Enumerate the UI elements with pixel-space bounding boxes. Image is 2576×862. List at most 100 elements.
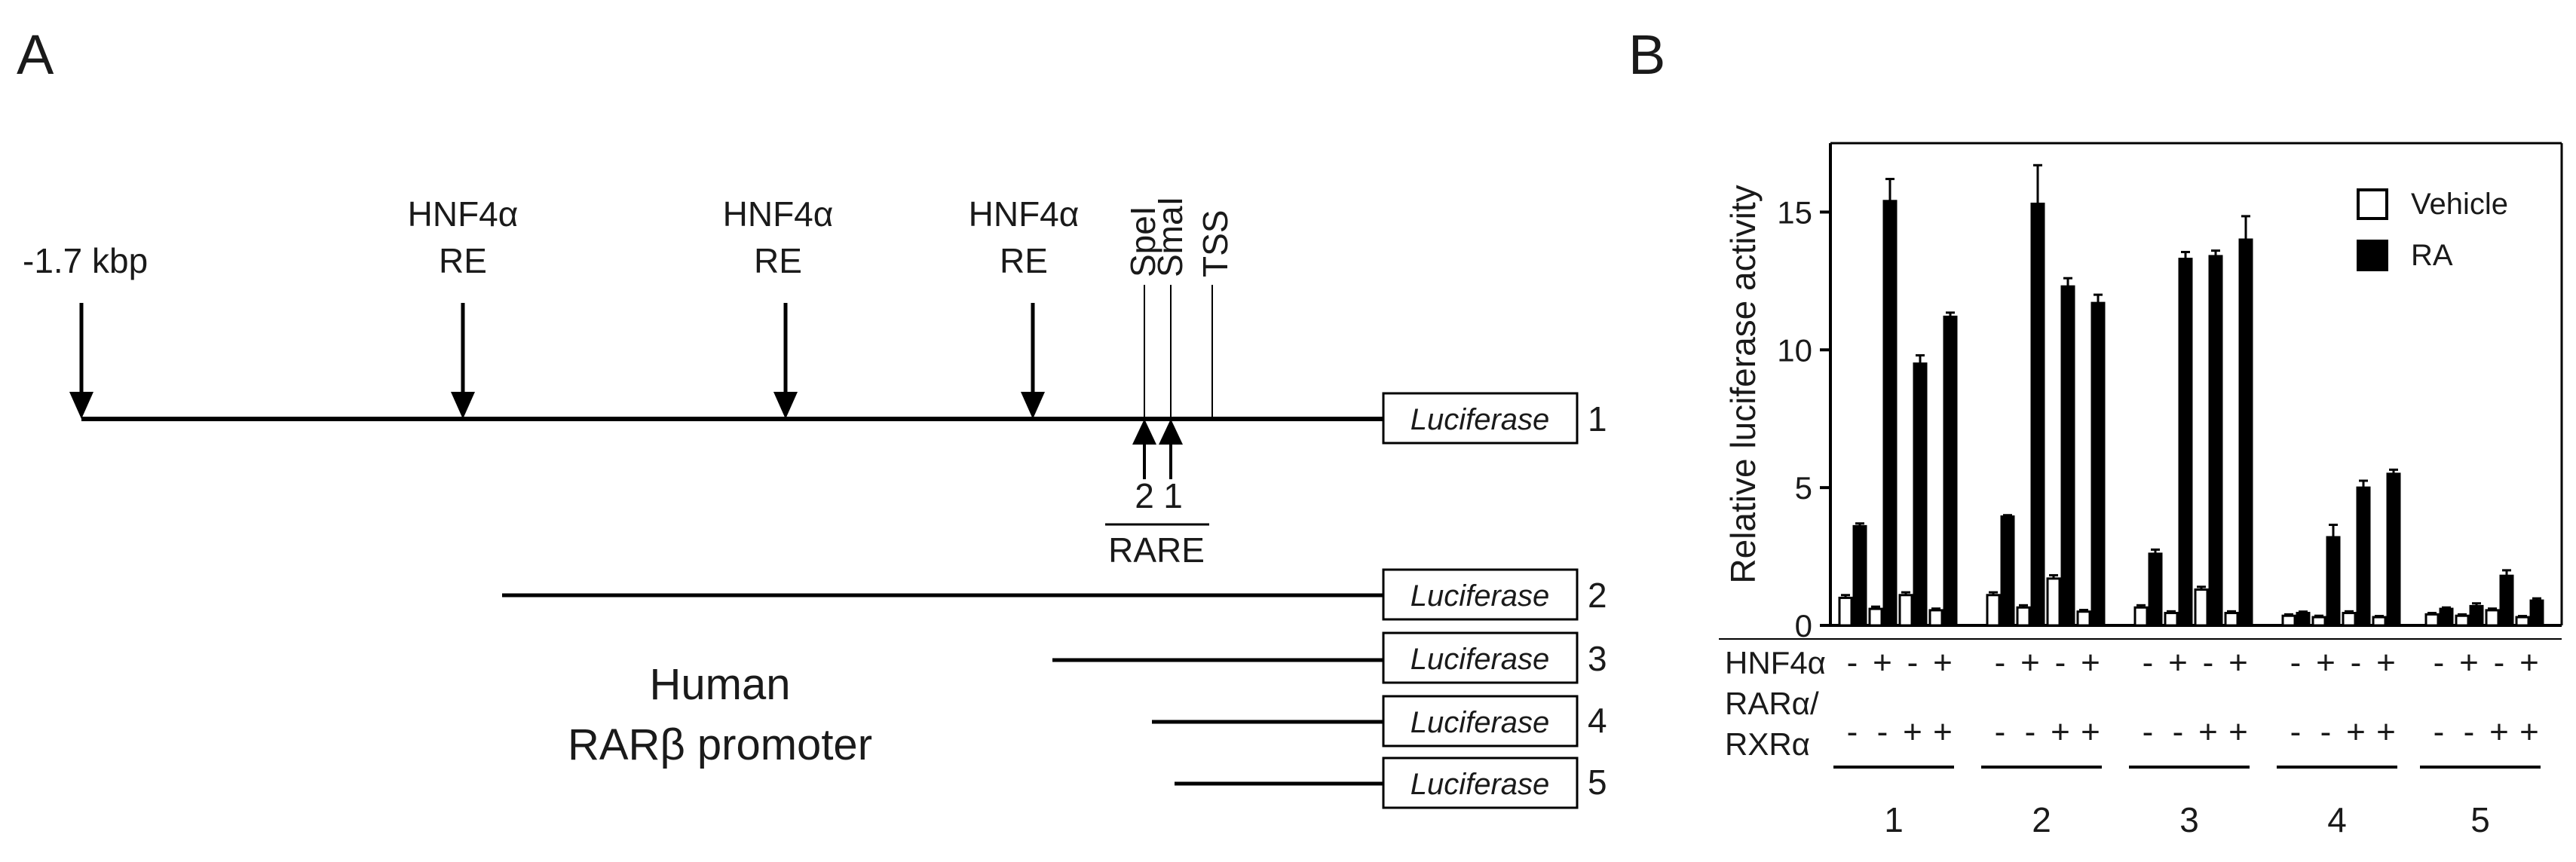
panel-b-label: B bbox=[1628, 23, 1665, 86]
construct-number-3: 3 bbox=[1588, 639, 1607, 678]
rar-sign-g1-c3: + bbox=[1903, 714, 1922, 750]
hnf4a-sign-g1-c4: + bbox=[1933, 644, 1953, 681]
hnf4a-sign-g4-c1: - bbox=[2290, 644, 2302, 681]
bar-vehicle-g3-c1 bbox=[2133, 606, 2149, 627]
bar-ra-g5-c3 bbox=[2499, 574, 2514, 627]
bar-ra-g2-c1 bbox=[2000, 515, 2015, 627]
bar-vehicle-g5-c3 bbox=[2485, 609, 2500, 627]
rare-label: RARE bbox=[1108, 530, 1205, 570]
rar-sign-g5-c4: + bbox=[2519, 714, 2539, 750]
bar-vehicle-g3-c3 bbox=[2194, 588, 2209, 627]
rar-sign-g2-c3: + bbox=[2051, 714, 2070, 750]
bar-vehicle-g5-c2 bbox=[2455, 614, 2470, 627]
bar-vehicle-g2-c4 bbox=[2076, 610, 2091, 627]
bar-vehicle-g4-c3 bbox=[2342, 612, 2357, 627]
bar-vehicle-g1-c1 bbox=[1838, 596, 1853, 627]
rar-sign-g1-c2: - bbox=[1877, 714, 1888, 750]
rar-sign-g4-c2: - bbox=[2320, 714, 2332, 750]
rare-number-1: 1 bbox=[1163, 476, 1183, 515]
rare-arrow-1 bbox=[1159, 419, 1183, 479]
bar-ra-g1-c3 bbox=[1913, 362, 1928, 627]
construct-number-2: 2 bbox=[1588, 576, 1607, 615]
hnf4a-re-3: HNF4α RE bbox=[969, 194, 1079, 419]
bar-vehicle-g4-c4 bbox=[2372, 616, 2387, 627]
start-label: -1.7 kbp bbox=[23, 241, 148, 280]
bar-ra-g1-c4 bbox=[1943, 315, 1958, 627]
hnf4a-sign-g3-c3: - bbox=[2203, 644, 2214, 681]
bar-ra-g4-c3 bbox=[2356, 486, 2371, 627]
hnf4a-sign-g4-c2: + bbox=[2316, 644, 2336, 681]
hnf4a-re-1: HNF4α RE bbox=[408, 194, 519, 419]
luciferase-box-5: Luciferase bbox=[1382, 757, 1579, 809]
hnf4a-sign-g1-c2: + bbox=[1873, 644, 1892, 681]
hnf4a-sign-g1-c1: - bbox=[1847, 644, 1858, 681]
bar-vehicle-g2-c1 bbox=[1986, 594, 2001, 627]
bar-vehicle-g3-c4 bbox=[2224, 612, 2239, 627]
hnf4a-re-3-re: RE bbox=[1000, 241, 1048, 280]
hnf4a-sign-g5-c4: + bbox=[2519, 644, 2539, 681]
rar-sign-g2-c1: - bbox=[1995, 714, 2006, 750]
bar-ra-g2-c2 bbox=[2030, 202, 2045, 627]
construct-number-4: 4 bbox=[1588, 701, 1607, 740]
bar-ra-g4-c2 bbox=[2326, 536, 2341, 627]
bar-ra-g3-c4 bbox=[2238, 238, 2253, 627]
rar-sign-g4-c4: + bbox=[2376, 714, 2396, 750]
hnf4a-re-1-name: HNF4α bbox=[408, 194, 519, 234]
luciferase-box-4: Luciferase bbox=[1382, 695, 1579, 747]
row-label-rxr: RXRα bbox=[1725, 726, 1810, 762]
bar-vehicle-g2-c2 bbox=[2016, 606, 2031, 627]
rar-sign-g3-c2: - bbox=[2173, 714, 2184, 750]
rar-sign-g5-c2: - bbox=[2464, 714, 2475, 750]
luciferase-label-3: Luciferase bbox=[1411, 643, 1550, 676]
construct-number-5: 5 bbox=[1588, 763, 1607, 802]
row-label-hnf4a: HNF4α bbox=[1725, 645, 1826, 680]
hnf4a-sign-g3-c2: + bbox=[2168, 644, 2188, 681]
bar-ra-g3-c3 bbox=[2208, 255, 2223, 627]
hnf4a-sign-g2-c4: + bbox=[2081, 644, 2100, 681]
bar-vehicle-g3-c2 bbox=[2164, 612, 2179, 627]
rare-arrow-2 bbox=[1132, 419, 1156, 479]
hnf4a-sign-g2-c3: - bbox=[2055, 644, 2066, 681]
luciferase-box-2: Luciferase bbox=[1382, 568, 1579, 621]
bar-vehicle-g5-c4 bbox=[2515, 616, 2530, 627]
site-smai: SmaI bbox=[1150, 197, 1190, 277]
rar-sign-g5-c1: - bbox=[2434, 714, 2445, 750]
bar-vehicle-g1-c2 bbox=[1868, 607, 1883, 627]
rar-sign-g3-c3: + bbox=[2198, 714, 2218, 750]
start-arrow bbox=[69, 303, 93, 419]
hnf4a-re-2-name: HNF4α bbox=[723, 194, 834, 234]
hnf4a-re-1-re: RE bbox=[439, 241, 487, 280]
group-label-4: 4 bbox=[2327, 800, 2347, 839]
bar-ra-g5-c4 bbox=[2529, 599, 2544, 627]
site-spei: SpeI bbox=[1123, 206, 1162, 277]
y-tick-label-1: 5 bbox=[1795, 470, 1812, 506]
luciferase-label-1: Luciferase bbox=[1411, 403, 1550, 436]
legend-label-vehicle: Vehicle bbox=[2411, 188, 2508, 221]
hnf4a-re-2-re: RE bbox=[754, 241, 802, 280]
bar-ra-g2-c4 bbox=[2091, 301, 2106, 627]
group-label-5: 5 bbox=[2470, 800, 2490, 839]
bar-ra-g2-c3 bbox=[2060, 285, 2075, 627]
construct-number-1: 1 bbox=[1588, 399, 1607, 439]
rar-sign-g5-c3: + bbox=[2489, 714, 2509, 750]
hnf4a-sign-g1-c3: - bbox=[1907, 644, 1919, 681]
luciferase-box-3: Luciferase bbox=[1382, 631, 1579, 684]
hnf4a-re-2: HNF4α RE bbox=[723, 194, 834, 419]
luciferase-label-5: Luciferase bbox=[1411, 768, 1550, 801]
hnf4a-sign-g5-c3: - bbox=[2494, 644, 2505, 681]
row-label-rar: RARα/ bbox=[1725, 686, 1819, 721]
hnf4a-sign-g4-c4: + bbox=[2376, 644, 2396, 681]
group-label-3: 3 bbox=[2179, 800, 2199, 839]
bar-ra-g4-c4 bbox=[2386, 472, 2401, 627]
luciferase-box-1: Luciferase bbox=[1382, 392, 1579, 445]
y-tick-label-3: 15 bbox=[1777, 194, 1812, 230]
bar-vehicle-g4-c2 bbox=[2311, 616, 2326, 627]
rar-sign-g3-c4: + bbox=[2228, 714, 2248, 750]
group-label-2: 2 bbox=[2032, 800, 2051, 839]
legend-label-ra: RA bbox=[2411, 239, 2453, 272]
panel-a-label: A bbox=[17, 23, 54, 86]
bar-ra-g5-c1 bbox=[2439, 607, 2454, 627]
bar-vehicle-g5-c1 bbox=[2424, 613, 2440, 627]
